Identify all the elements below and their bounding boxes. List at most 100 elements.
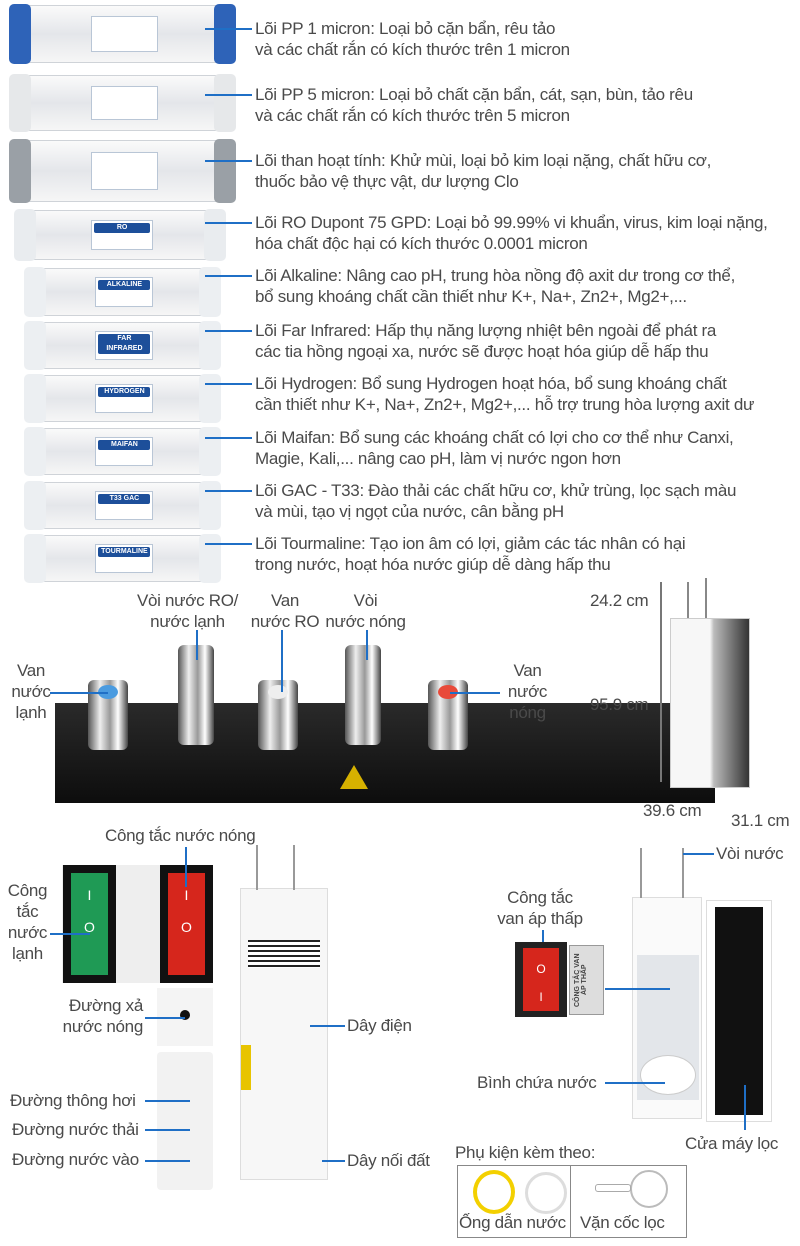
filter-description: Lõi Maifan: Bổ sung các khoáng chất có l… xyxy=(255,427,734,469)
filter-cartridge: T33 GAC xyxy=(24,481,221,530)
label-inlet: Đường nước vào xyxy=(12,1150,139,1169)
filter-cap xyxy=(24,321,46,370)
filter-cap xyxy=(24,374,46,423)
filter-label-text: TOURMALINE xyxy=(98,547,151,558)
dim-faucet-height: 24.2 cm xyxy=(590,591,649,610)
purifier-front xyxy=(670,618,750,788)
filter-cap xyxy=(199,427,221,476)
warning-icon xyxy=(340,765,368,789)
leader-line xyxy=(145,1100,190,1102)
filter-description-line: các tia hồng ngoại xa, nước sẽ được hoạt… xyxy=(255,342,709,361)
filter-description-line: Lõi Far Infrared: Hấp thụ năng lượng nhi… xyxy=(255,321,717,340)
filter-cap xyxy=(24,427,46,476)
filter-description-line: Magie, Kali,... nâng cao pH, làm vị nước… xyxy=(255,449,621,468)
filter-description: Lõi Tourmaline: Tạo ion âm có lợi, giảm … xyxy=(255,533,686,575)
filter-description-line: Lõi Hydrogen: Bổ sung Hydrogen hoạt hóa,… xyxy=(255,374,727,393)
filter-cap xyxy=(214,139,236,203)
leader-line xyxy=(205,383,252,385)
filter-cartridge: TOURMALINE xyxy=(24,534,221,583)
leader-line xyxy=(205,330,252,332)
leader-line xyxy=(310,1025,345,1027)
filter-description: Lõi PP 1 micron: Loại bỏ cặn bẩn, rêu tả… xyxy=(255,18,570,60)
filter-cartridge: HYDROGEN xyxy=(24,374,221,423)
filter-label-text: ALKALINE xyxy=(98,280,151,291)
leader-line xyxy=(185,847,187,887)
filter-description-line: hóa chất độc hại có kích thước 0.0001 mi… xyxy=(255,234,588,253)
filter-label: FAR INFRARED xyxy=(95,331,154,360)
leader-line xyxy=(605,988,670,990)
leader-line xyxy=(256,845,258,890)
leader-line xyxy=(281,630,283,692)
leader-line xyxy=(145,1160,190,1162)
filter-cap xyxy=(199,321,221,370)
filter-cap xyxy=(204,209,226,261)
label-water-tank: Bình chứa nước xyxy=(477,1073,597,1092)
cabinet-door xyxy=(706,900,772,1122)
accessory-divider xyxy=(570,1165,571,1238)
label-ground-wire: Dây nối đất xyxy=(347,1151,430,1170)
filter-description: Lõi PP 5 micron: Loại bỏ chất cặn bẩn, c… xyxy=(255,84,693,126)
filter-label-text: RO xyxy=(93,222,151,233)
filter-cap xyxy=(199,374,221,423)
purifier-back xyxy=(240,888,328,1180)
ports-photo xyxy=(157,1052,213,1190)
filter-description: Lõi Alkaline: Nâng cao pH, trung hòa nồn… xyxy=(255,265,735,307)
hot-valve-cap xyxy=(438,685,458,699)
filter-label: T33 GAC xyxy=(95,491,154,520)
filter-label xyxy=(91,151,159,191)
yellow-tube xyxy=(473,1170,515,1214)
leader-line xyxy=(205,490,252,492)
label-waste: Đường nước thải xyxy=(12,1120,139,1139)
tap-panel xyxy=(55,703,715,803)
filter-description: Lõi RO Dupont 75 GPD: Loại bỏ 99.99% vi … xyxy=(255,212,768,254)
filter-description-line: và các chất rắn có kích thước trên 5 mic… xyxy=(255,106,570,125)
filter-label: MAIFAN xyxy=(95,437,154,466)
filter-description-line: bổ sung khoáng chất cần thiết như K+, Na… xyxy=(255,287,687,306)
leader-line xyxy=(205,437,252,439)
label-hot-switch: Công tắc nước nóng xyxy=(105,826,256,845)
filter-cartridge xyxy=(9,4,236,64)
filter-description: Lõi GAC - T33: Đào thải các chất hữu cơ,… xyxy=(255,480,736,522)
filter-label: TOURMALINE xyxy=(95,544,154,573)
leader-line xyxy=(196,630,198,660)
filter-cartridge xyxy=(9,74,236,132)
leader-line xyxy=(683,853,714,855)
filter-label xyxy=(91,85,159,121)
filter-description-line: thuốc bảo vệ thực vật, dư lượng Clo xyxy=(255,172,519,191)
filter-description-line: trong nước, hoạt hóa nước giúp dễ dàng h… xyxy=(255,555,611,574)
leader-line xyxy=(205,275,252,277)
hot-faucet xyxy=(345,645,381,745)
filter-cap xyxy=(14,209,36,261)
filter-description-line: cần thiết như K+, Na+, Zn2+, Mg2+,... hỗ… xyxy=(255,395,755,414)
filter-label xyxy=(91,16,159,52)
filter-description: Lõi Far Infrared: Hấp thụ năng lượng nhi… xyxy=(255,320,716,362)
filter-description-line: Lõi Maifan: Bổ sung các khoáng chất có l… xyxy=(255,428,734,447)
label-wrench: Vặn cốc lọc xyxy=(580,1213,665,1232)
dim-depth: 39.6 cm xyxy=(643,801,702,820)
filter-cap xyxy=(9,4,31,64)
vent-grille xyxy=(248,940,320,968)
filter-description-line: Lõi PP 1 micron: Loại bỏ cặn bẩn, rêu tả… xyxy=(255,19,556,38)
label-faucet: Vòi nước xyxy=(716,844,784,863)
filter-cap xyxy=(24,534,46,583)
filter-description-line: Lõi RO Dupont 75 GPD: Loại bỏ 99.99% vi … xyxy=(255,213,768,232)
label-vent: Đường thông hơi xyxy=(10,1091,136,1110)
filter-description-line: và các chất rắn có kích thước trên 1 mic… xyxy=(255,40,570,59)
leader-line xyxy=(660,582,662,782)
filter-description: Lõi Hydrogen: Bổ sung Hydrogen hoạt hóa,… xyxy=(255,373,754,415)
leader-line xyxy=(50,692,108,694)
filter-cap xyxy=(199,481,221,530)
leader-line xyxy=(205,543,252,545)
dim-width: 31.1 cm xyxy=(731,811,790,830)
filter-cap xyxy=(9,74,31,132)
filter-description-line: Lõi Alkaline: Nâng cao pH, trung hòa nồn… xyxy=(255,266,735,285)
leader-line xyxy=(50,933,90,935)
filter-cap xyxy=(24,481,46,530)
leader-line xyxy=(687,582,689,618)
cold-valve-cap xyxy=(98,685,118,699)
